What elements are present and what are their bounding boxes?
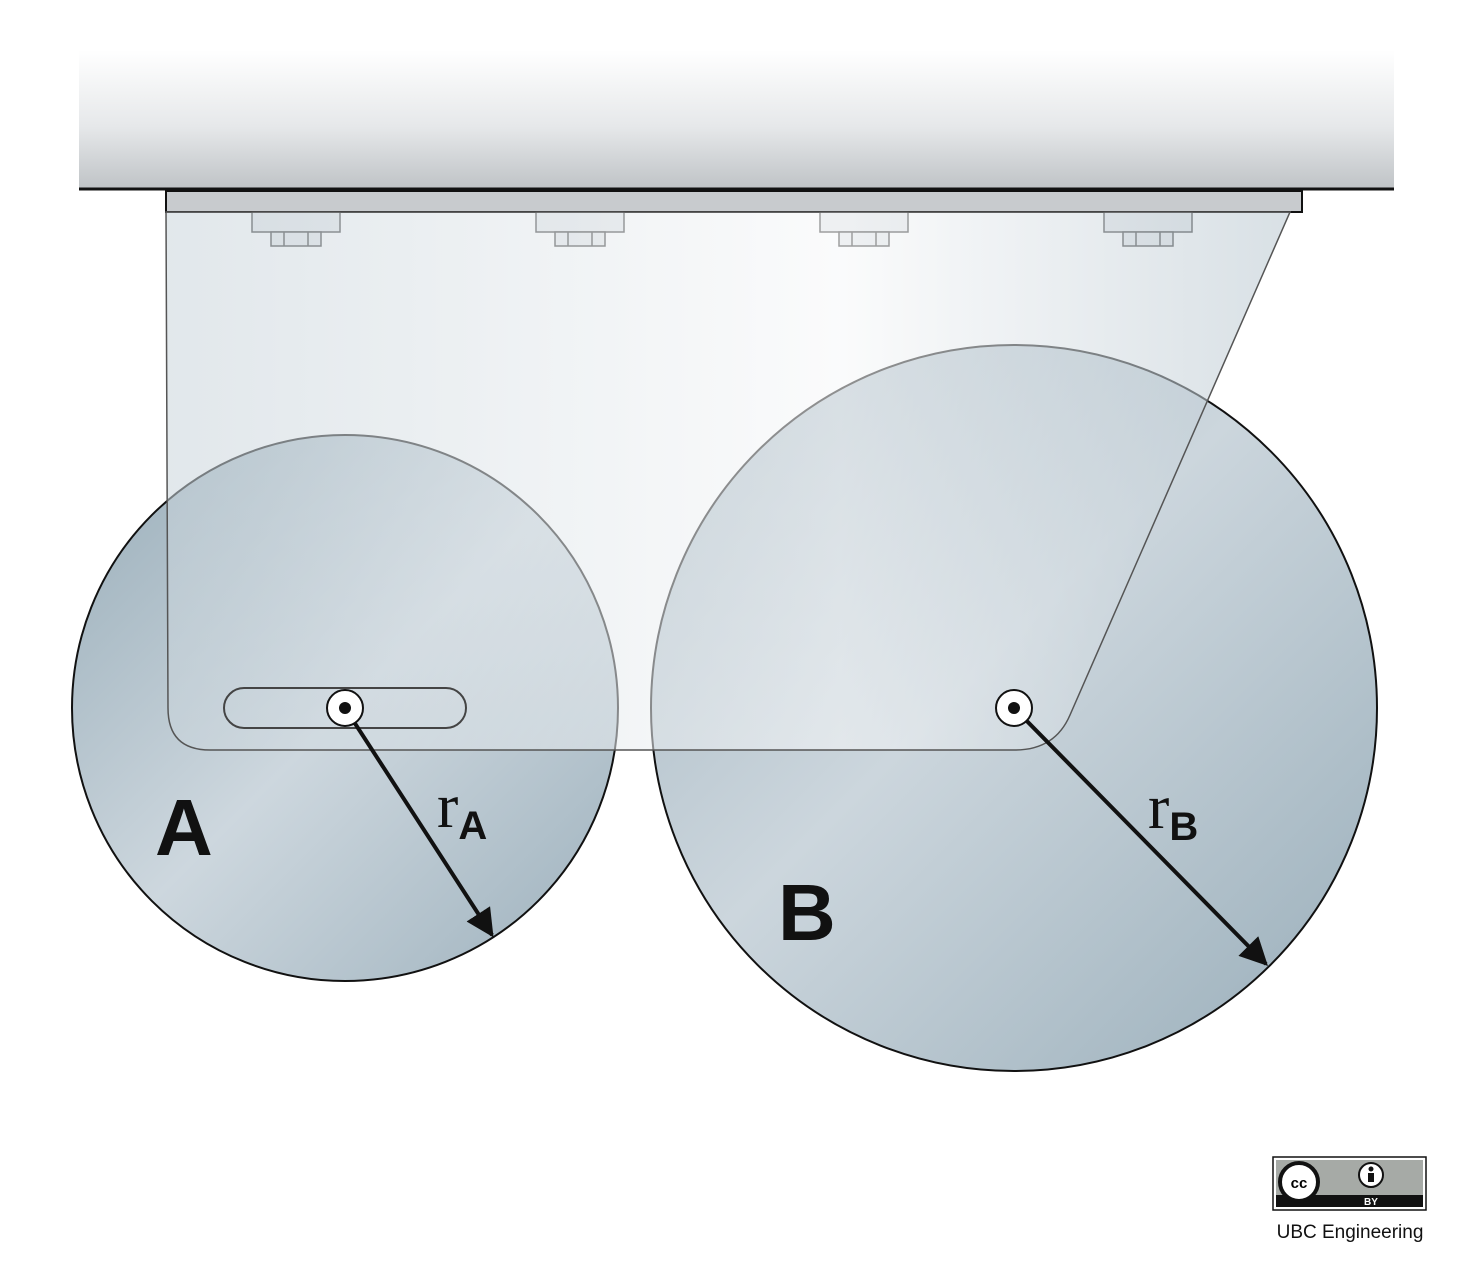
- axle-a: [326, 689, 364, 727]
- radius-a-subscript: A: [458, 804, 487, 848]
- wheel-b-label: B: [778, 868, 836, 957]
- wheel-a-label: A: [155, 783, 213, 872]
- credit-text: UBC Engineering: [1277, 1222, 1424, 1243]
- radius-a-arrow: [343, 706, 494, 938]
- mounting-bar: [165, 190, 1303, 213]
- radius-b-subscript: B: [1169, 805, 1198, 849]
- cc-by-badge: cc BY: [1272, 1156, 1427, 1211]
- cc-icon-text: cc: [1291, 1175, 1308, 1192]
- radius-b-symbol: r: [1148, 771, 1169, 842]
- radius-a-symbol: r: [437, 770, 458, 841]
- radius-a-label: rA: [437, 770, 487, 848]
- bracket-plate: [165, 211, 1292, 751]
- by-text: BY: [1364, 1197, 1378, 1208]
- cc-icon: cc: [1278, 1161, 1320, 1203]
- radius-b-label: rB: [1148, 771, 1198, 849]
- radius-b-arrow: [1012, 706, 1268, 966]
- axle-slot: [223, 687, 467, 729]
- ceiling: [79, 50, 1394, 189]
- person-icon: [1358, 1162, 1384, 1188]
- axle-b: [995, 689, 1033, 727]
